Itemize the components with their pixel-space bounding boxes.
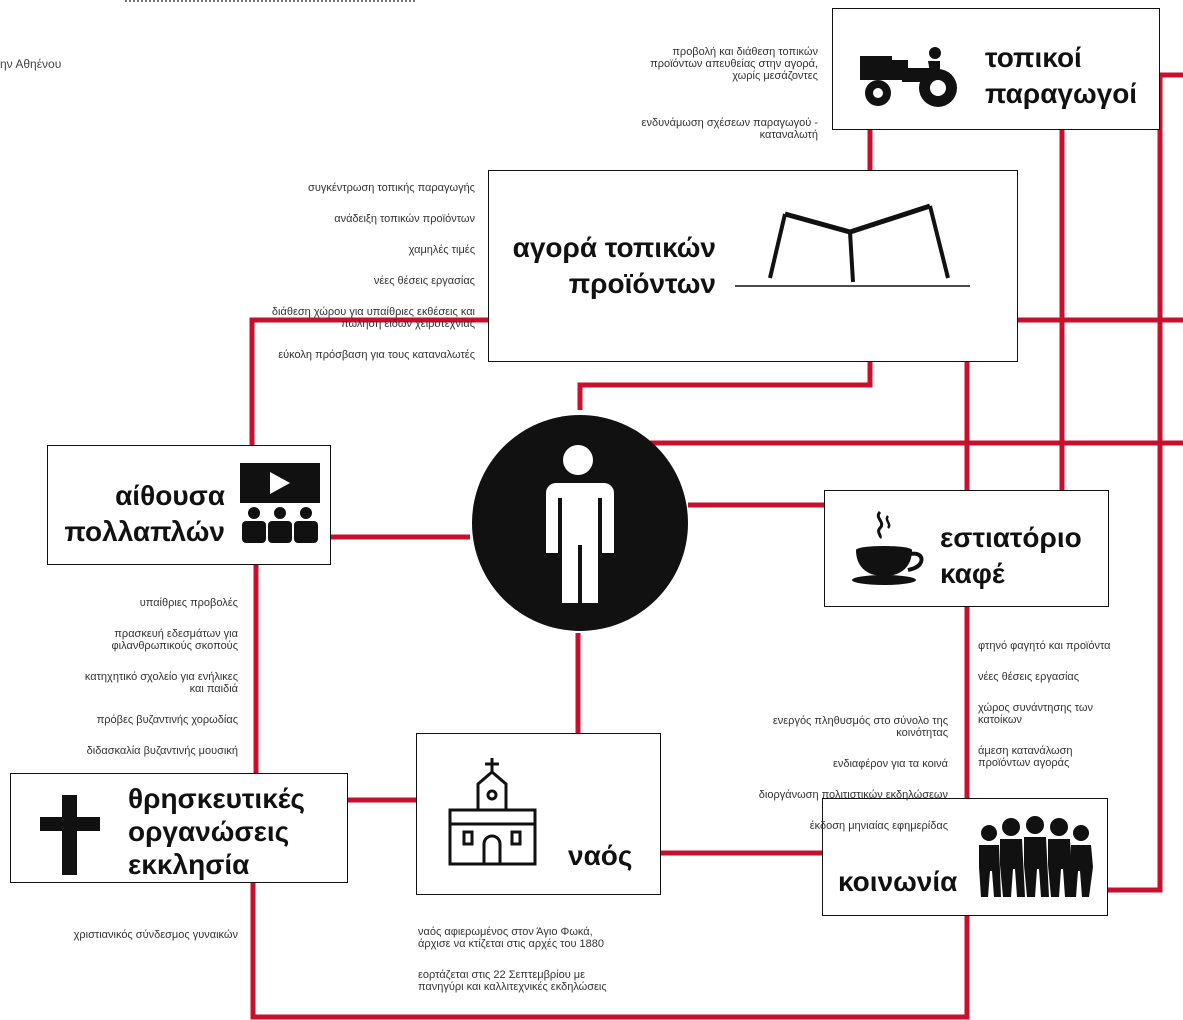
notes-multipurpose-hall: υπαίθριες προβολές πρασκευή εδεσμάτων γι…	[10, 585, 238, 776]
cropped-top-text	[125, 0, 415, 8]
label-multipurpose-hall: αίθουσα πολλαπλών	[64, 480, 225, 547]
note-item: ενδιαφέρον για τα κοινά	[832, 758, 948, 770]
note-item: νέες θέσεις εργασίας	[978, 671, 1080, 683]
note-item: πρόβες βυζαντινής χορωδίας	[96, 714, 238, 726]
label-local-producers: τοπικοί παραγωγοί	[985, 42, 1138, 109]
label-religious-organizations: θρησκευτικές οργανώσεις εκκλησία	[128, 783, 305, 880]
note-item: προβολή και διάθεση τοπικών προϊόντων απ…	[650, 46, 818, 82]
cross-icon	[40, 795, 100, 875]
notes-community: ενεργός πληθυσμός στο σύνολο της κοινότη…	[690, 703, 948, 851]
node-church	[416, 733, 661, 895]
note-item: διδασκαλία βυζαντινής μουσική	[86, 745, 238, 757]
note-item: άμεση κατανάλωση προϊόντων αγοράς	[978, 745, 1073, 769]
label-community: κοινωνία	[838, 866, 958, 897]
market-tent-icon	[735, 203, 970, 287]
note-item: πρασκευή εδεσμάτων για φιλανθρωπικούς σκ…	[111, 628, 238, 652]
notes-local-market: συγκέντρωση τοπικής παραγωγής ανάδειξη τ…	[200, 170, 475, 380]
link-right-rail	[1108, 75, 1163, 893]
note-item: έκδοση μηνιαίας εφημερίδας	[809, 820, 948, 832]
person-icon	[472, 415, 688, 631]
node-local-market	[488, 170, 1018, 362]
link-market-person	[577, 350, 873, 410]
note-item: χώρος συνάντησης των κατοίκων	[978, 702, 1093, 726]
note-item: χαμηλές τιμές	[408, 244, 475, 256]
coffee-cup-icon	[852, 510, 924, 585]
note-item: εύκολη πρόσβαση για τους καταναλωτές	[278, 349, 475, 361]
church-icon	[448, 758, 537, 866]
note-item: ναός αφιερωμένος στον Άγιο Φωκά, άρχισε …	[418, 926, 605, 950]
note-item: εορτάζεται στις 22 Σεπτεμβρίου με πανηγύ…	[418, 969, 607, 993]
label-church: ναός	[568, 840, 633, 871]
tractor-icon	[860, 47, 957, 107]
note-item: διάθεση χώρου για υπαίθριες εκθέσεις και…	[271, 306, 475, 330]
notes-church: ναός αφιερωμένος στον Άγιο Φωκά, άρχισε …	[418, 914, 678, 1012]
note-item: χριστιανικός σύνδεσμος γυναικών	[73, 929, 238, 941]
link-bottom-loop	[250, 880, 970, 1020]
notes-religious-organizations: χριστιανικός σύνδεσμος γυναικών	[10, 917, 238, 960]
note-item: συγκέντρωση τοπικής παραγωγής	[308, 182, 475, 194]
label-local-market: αγορά τοπικών προϊόντων	[512, 232, 716, 299]
note-item: φτηνό φαγητό και προϊόντα	[978, 640, 1111, 652]
link-market-hall	[249, 317, 490, 445]
screening-room-icon	[240, 463, 320, 543]
notes-local-producers: προβολή και διάθεση τοπικών προϊόντων απ…	[545, 34, 818, 160]
note-item: ενδυνάμωση σχέσεων παραγωγού - καταναλωτ…	[641, 117, 818, 141]
note-item: νέες θέσεις εργασίας	[373, 275, 475, 287]
note-item: κατηχητικό σχολείο για ενήλικες και παιδ…	[84, 671, 238, 695]
notes-restaurant-cafe: φτηνό φαγητό και προϊόντα νέες θέσεις ερ…	[978, 628, 1173, 788]
note-item: διοργάνωση πολιτιστικών εκδηλώσεων	[758, 789, 948, 801]
label-restaurant-cafe: εστιατόριο καφέ	[940, 522, 1082, 589]
people-group-icon	[979, 816, 1093, 897]
note-item: υπαίθριες προβολές	[139, 597, 238, 609]
cropped-side-label: ην Αθηένου	[0, 57, 62, 71]
note-item: ανάδειξη τοπικών προϊόντων	[334, 213, 475, 225]
note-item: ενεργός πληθυσμός στο σύνολο της κοινότη…	[772, 715, 948, 739]
